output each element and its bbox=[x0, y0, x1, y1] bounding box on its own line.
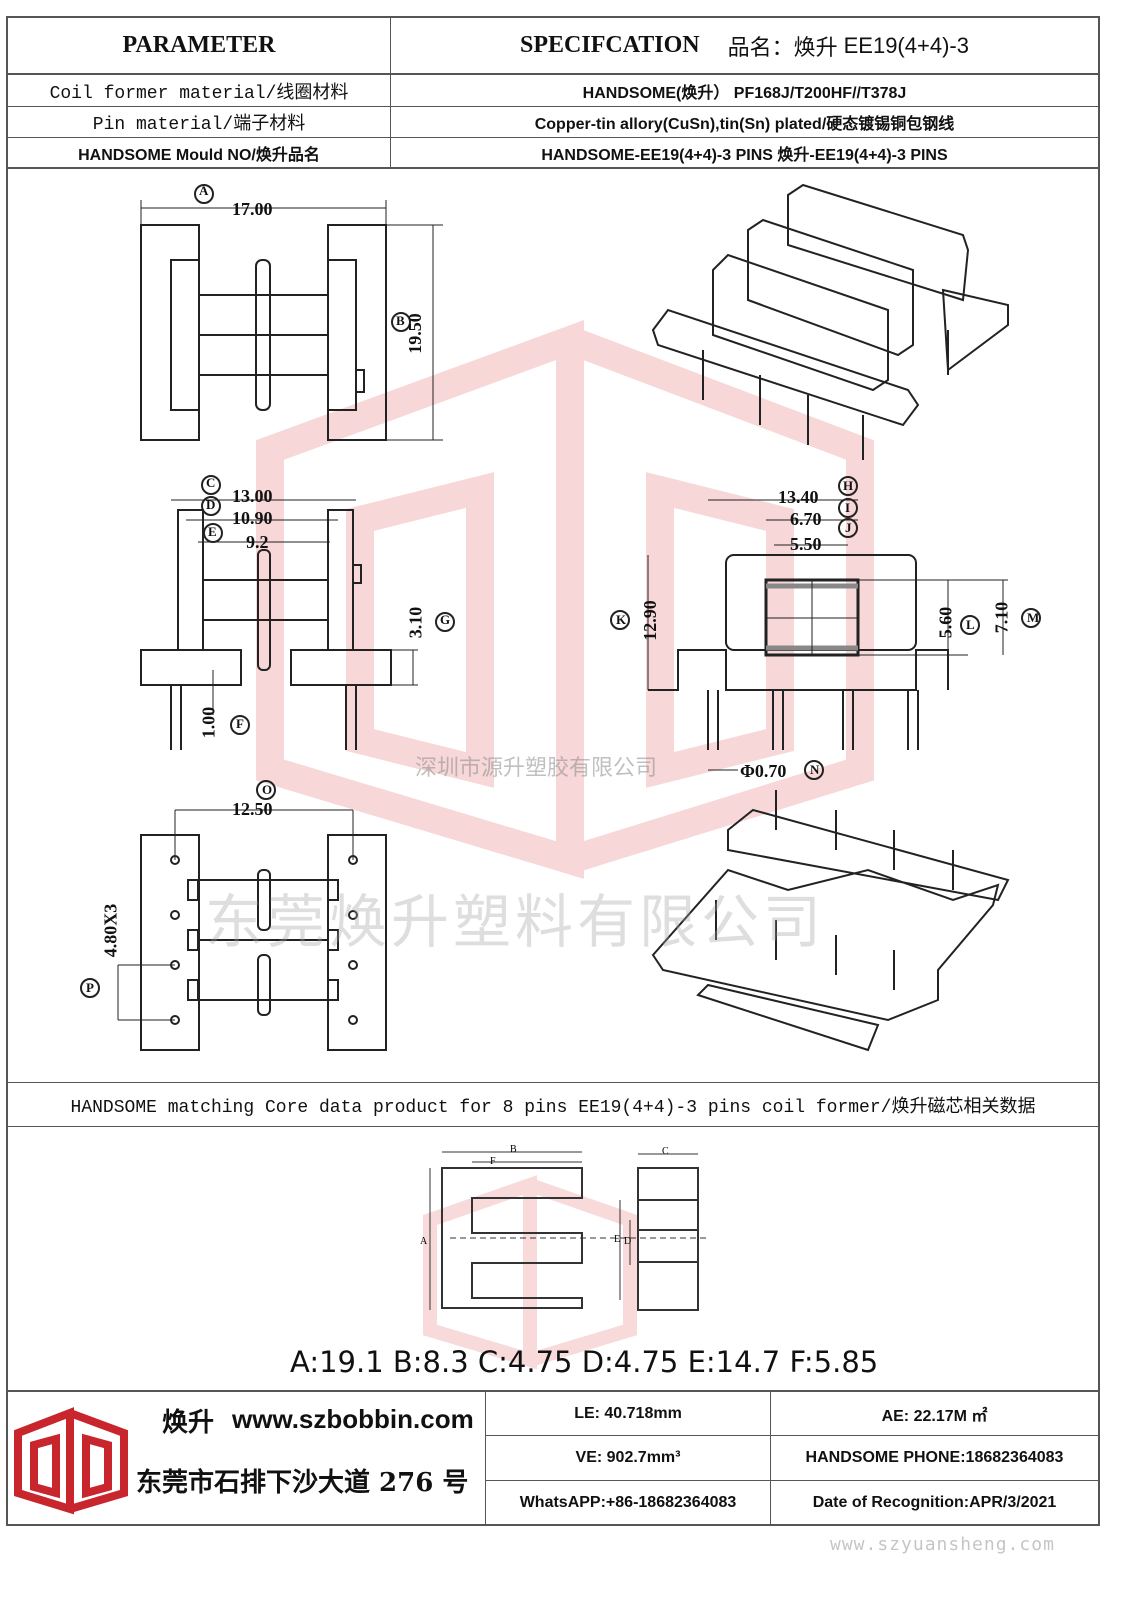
dim-label-C: C bbox=[206, 475, 216, 490]
dim-E: 9.2 bbox=[246, 532, 269, 552]
dim-O: 12.50 bbox=[232, 799, 273, 819]
core-drawing: B F C A E D bbox=[420, 1144, 710, 1311]
dim-label-M: M bbox=[1027, 610, 1040, 625]
product-model: EE19(4+4)-3 bbox=[843, 32, 969, 58]
core-label-D: D bbox=[624, 1236, 631, 1247]
dim-label-K: K bbox=[616, 612, 627, 627]
dim-H: 13.40 bbox=[778, 487, 819, 507]
mould-no-label: HANDSOME Mould NO/焕升品名 bbox=[78, 146, 320, 164]
dim-P: 4.80X3 bbox=[100, 903, 121, 958]
parameter-header: PARAMETER bbox=[122, 32, 276, 58]
dim-G: 3.10 bbox=[405, 606, 426, 639]
mould-no-value: HANDSOME-EE19(4+4)-3 PINS 焕升-EE19(4+4)-3… bbox=[541, 146, 948, 164]
coil-material-label: Coil former material/线圈材料 bbox=[49, 83, 349, 104]
dim-J: 5.50 bbox=[790, 534, 822, 554]
dim-label-H: H bbox=[843, 478, 854, 493]
watermark-company-small: 深圳市源升塑胶有限公司 bbox=[415, 756, 658, 781]
core-label-C: C bbox=[662, 1146, 669, 1157]
pin-material-value: Copper-tin allory(CuSn),tin(Sn) plated/硬… bbox=[534, 116, 955, 133]
dim-label-B: B bbox=[396, 313, 405, 328]
dim-label-O: O bbox=[262, 782, 273, 797]
whatsapp-value: WhatsAPP:+86-18682364083 bbox=[519, 1493, 737, 1511]
core-section-title: HANDSOME matching Core data product for … bbox=[70, 1097, 1036, 1118]
dim-label-J: J bbox=[845, 520, 852, 535]
core-label-E: E bbox=[614, 1234, 620, 1245]
technical-drawing bbox=[80, 183, 1041, 1052]
dim-N: Φ0.70 bbox=[740, 761, 787, 781]
coil-material-value: HANDSOME(焕升） PF168J/T200HF//T378J bbox=[582, 84, 907, 102]
date-value: Date of Recognition:APR/3/2021 bbox=[812, 1493, 1057, 1511]
dim-label-E: E bbox=[208, 524, 217, 539]
dim-label-P: P bbox=[86, 980, 94, 995]
ae-value: AE: 22.17M ㎡ bbox=[881, 1407, 988, 1425]
dim-D: 10.90 bbox=[232, 508, 273, 528]
dim-label-D: D bbox=[206, 497, 216, 512]
watermark-company-large: 东莞焕升塑料有限公司 bbox=[205, 888, 826, 956]
core-label-B: B bbox=[510, 1144, 517, 1155]
dim-B: 19.50 bbox=[404, 313, 425, 354]
footer-brand: 焕升 bbox=[162, 1408, 215, 1438]
dim-C: 13.00 bbox=[232, 486, 273, 506]
pin-material-label: Pin material/端子材料 bbox=[92, 115, 306, 135]
dim-A: 17.00 bbox=[232, 199, 273, 219]
ve-value: VE: 902.7mm³ bbox=[575, 1449, 681, 1466]
dim-label-N: N bbox=[810, 762, 820, 777]
dim-label-L: L bbox=[966, 617, 975, 632]
core-label-F: F bbox=[490, 1156, 496, 1167]
dim-F: 1.00 bbox=[198, 706, 219, 739]
spec-title: SPECIFCATION bbox=[520, 32, 700, 58]
product-name-label: 品名：焕升 bbox=[727, 35, 838, 61]
footer-website[interactable]: www.szbobbin.com bbox=[232, 1404, 474, 1434]
dim-label-F: F bbox=[236, 716, 244, 731]
dim-L: 5.60 bbox=[935, 606, 956, 639]
company-logo bbox=[14, 1407, 128, 1515]
core-values: A:19.1 B:8.3 C:4.75 D:4.75 E:14.7 F:5.85 bbox=[290, 1345, 879, 1379]
phone-value: HANDSOME PHONE:18682364083 bbox=[805, 1449, 1064, 1466]
footer-address: 东莞市石排下沙大道 276 号 bbox=[136, 1468, 469, 1498]
dim-label-A: A bbox=[199, 183, 209, 198]
spec-header: SPECIFCATION 品名：焕升 EE19(4+4)-3 bbox=[391, 18, 1098, 73]
core-label-A: A bbox=[420, 1236, 428, 1247]
dim-I: 6.70 bbox=[790, 509, 822, 529]
dim-K: 12.90 bbox=[639, 600, 660, 641]
watermark-site: www.szyuansheng.com bbox=[830, 1534, 1055, 1555]
dim-label-G: G bbox=[440, 612, 451, 627]
dim-label-I: I bbox=[845, 500, 851, 515]
dim-M: 7.10 bbox=[991, 601, 1012, 634]
le-value: LE: 40.718mm bbox=[574, 1404, 682, 1422]
